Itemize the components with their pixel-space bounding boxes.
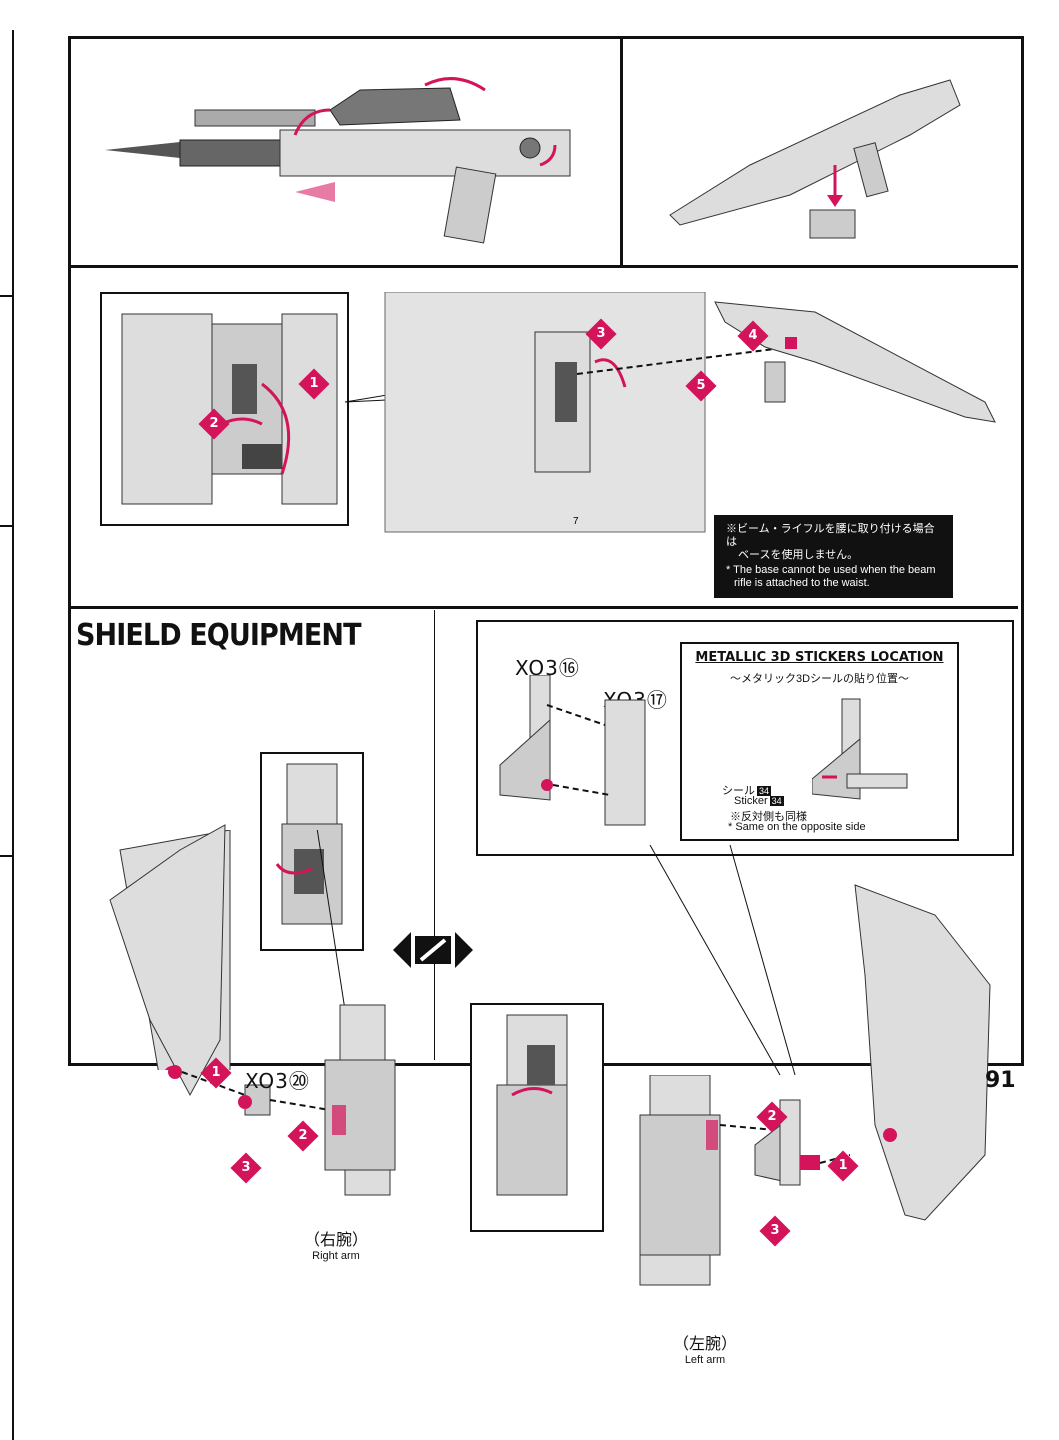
- step-1-marker-left: 1: [827, 1150, 859, 1182]
- step-3-marker-right: 3: [230, 1152, 262, 1184]
- step-1-marker-right: 1: [200, 1057, 232, 1089]
- left-arm-caption: （左腕） Left arm: [665, 1330, 745, 1366]
- step-2-marker-right: 2: [287, 1120, 319, 1152]
- rail-tick: [0, 525, 12, 527]
- rail-tick: [0, 295, 12, 297]
- shield-left-diagram: [854, 884, 991, 1221]
- section-title: SHIELD EQUIPMENT: [76, 618, 362, 653]
- waist-detail-inset: [100, 292, 349, 526]
- right-arm-en: Right arm: [312, 1250, 360, 1262]
- sticker-label-jp: シール: [722, 785, 755, 797]
- step-4-marker: 4: [737, 320, 769, 352]
- step-5-marker: 5: [685, 370, 717, 402]
- sticker-note-en: * Same on the opposite side: [728, 821, 866, 833]
- sticker-panel-subtitle: 〜メタリック3Dシールの貼り位置〜: [729, 673, 910, 685]
- waist-mount-diagram: 7: [345, 292, 996, 533]
- step-3-marker: 3: [585, 318, 617, 350]
- right-arm-caption: （右腕） Right arm: [296, 1226, 376, 1262]
- step-2-marker-left: 2: [756, 1101, 788, 1133]
- right-arm-diagram: [324, 1004, 396, 1196]
- sticker-panel-title: METALLIC 3D STICKERS LOCATION: [695, 650, 944, 665]
- shield-mount-parts-diagram: [499, 675, 646, 826]
- rifle-transform-diagram: [105, 77, 571, 244]
- right-arm-jp: （右腕）: [303, 1232, 368, 1249]
- col-divider: [620, 36, 623, 266]
- mirror-icon: [393, 930, 473, 970]
- left-arm-en: Left arm: [684, 1354, 726, 1366]
- sticker-location-panel: METALLIC 3D STICKERS LOCATION 〜メタリック3Dシー…: [680, 642, 959, 841]
- callout-lines: [649, 844, 796, 1076]
- waist-note-en-1: * The base cannot be used when the beam: [726, 564, 936, 576]
- svg-text:7: 7: [573, 516, 579, 527]
- rifle-base-diagram: [669, 79, 961, 239]
- sticker-note-jp: ※反対側も同様: [730, 811, 807, 823]
- left-arm-detail-inset: [470, 1003, 604, 1232]
- binding-rail: [0, 30, 14, 1440]
- row-divider: [68, 265, 1018, 268]
- shield-right-body: [109, 824, 331, 1116]
- sticker-number-badge: 34: [757, 786, 772, 796]
- waist-note-jp-2: ベースを使用しません。: [738, 549, 859, 561]
- left-arm-diagram: [639, 1075, 721, 1286]
- sticker-label-en: Sticker: [734, 795, 768, 807]
- waist-note-en-2: rifle is attached to the waist.: [734, 577, 870, 589]
- row-divider: [68, 606, 1018, 609]
- step-3-marker-left: 3: [759, 1215, 791, 1247]
- col-divider: [434, 610, 435, 1060]
- left-arm-jp: （左腕）: [672, 1336, 737, 1353]
- waist-note: ※ビーム・ライフルを腰に取り付ける場合は ベースを使用しません。 * The b…: [714, 515, 953, 598]
- step-1-marker: 1: [298, 368, 330, 400]
- sticker-number-badge: 34: [769, 796, 784, 806]
- sticker-part-diagram: [812, 698, 908, 800]
- right-arm-detail-inset: [260, 752, 364, 951]
- left-mount-part-diagram: [719, 1099, 850, 1186]
- rail-tick: [0, 855, 12, 857]
- page-number: 91: [985, 1068, 1016, 1093]
- step-2-marker: 2: [198, 408, 230, 440]
- waist-note-jp-1: ※ビーム・ライフルを腰に取り付ける場合は: [726, 523, 935, 548]
- part-label-20: XO3⑳: [245, 1069, 310, 1093]
